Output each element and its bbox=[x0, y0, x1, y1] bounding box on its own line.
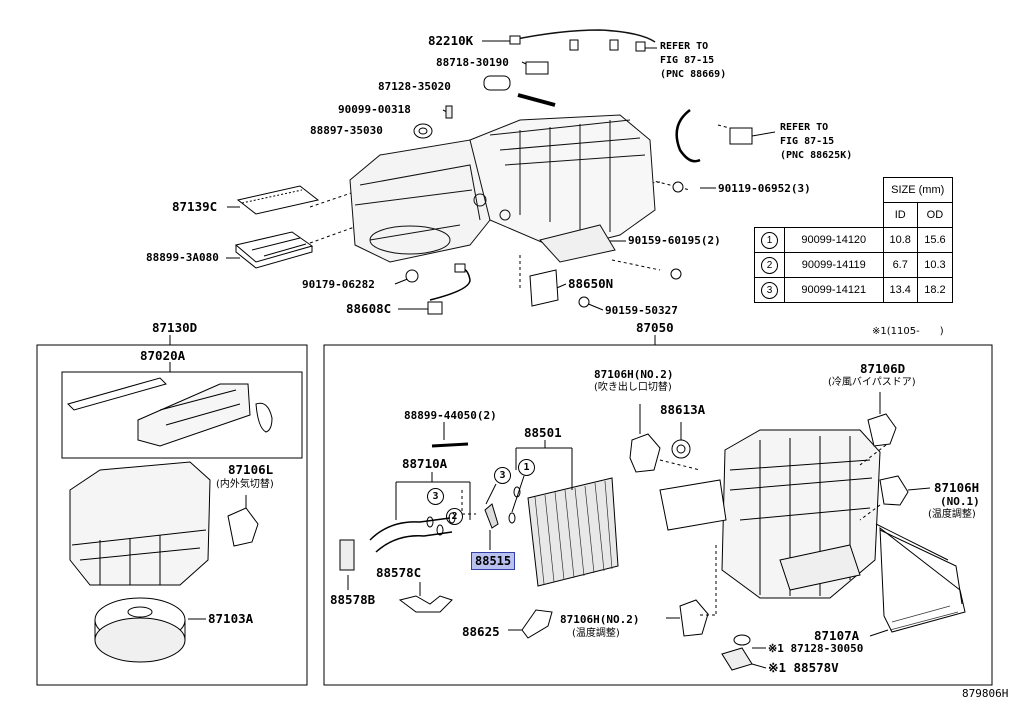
part-label-88625: 88625 bbox=[462, 624, 500, 639]
part-label-87106h-no1: 87106H bbox=[934, 480, 980, 495]
refer-note-88669-line2: FIG 87-15 bbox=[660, 55, 715, 66]
oring-mark-2: 2 bbox=[446, 508, 463, 525]
refer-note-88625k-line1: REFER TO bbox=[780, 122, 829, 133]
size-id: 13.4 bbox=[882, 277, 918, 303]
part-label-87106h-no2-bottom-desc: (温度調整) bbox=[572, 628, 620, 639]
size-id: 10.8 bbox=[882, 227, 918, 253]
part-label-90159-50327: 90159-50327 bbox=[605, 304, 678, 317]
part-label-88501: 88501 bbox=[524, 425, 562, 440]
size-col-id: ID bbox=[882, 202, 918, 228]
part-label-87106h-no2-top: 87106H(NO.2) bbox=[594, 368, 674, 381]
part-label-87107a: 87107A bbox=[814, 628, 860, 643]
part-label-88608c: 88608C bbox=[346, 301, 392, 316]
size-mark: 1 bbox=[761, 231, 778, 249]
oring-mark-3-left: 3 bbox=[427, 488, 444, 505]
part-label-88613a: 88613A bbox=[660, 402, 706, 417]
part-label-87050: 87050 bbox=[636, 320, 674, 335]
part-label-90119-06952: 90119-06952(3) bbox=[718, 182, 811, 195]
oring-mark-3-right: 3 bbox=[494, 467, 511, 484]
part-label-88578b: 88578B bbox=[330, 592, 376, 607]
part-label-90099-00318: 90099-00318 bbox=[338, 103, 411, 116]
part-label-88578c: 88578C bbox=[376, 565, 422, 580]
refer-note-88669-line3: (PNC 88669) bbox=[660, 69, 727, 80]
refer-note-88625k-line3: (PNC 88625K) bbox=[780, 150, 853, 161]
size-od: 18.2 bbox=[916, 277, 953, 303]
part-label-88899-3a080: 88899-3A080 bbox=[146, 251, 219, 264]
part-label-87020a: 87020A bbox=[140, 348, 186, 363]
part-label-87106l-desc: (内外気切替) bbox=[216, 479, 274, 490]
part-label-87106h-no2-bottom: 87106H(NO.2) bbox=[560, 613, 640, 626]
part-label-87106d: 87106D bbox=[860, 361, 906, 376]
size-id: 6.7 bbox=[882, 252, 918, 278]
part-label-87106l: 87106L bbox=[228, 462, 274, 477]
size-row: 1 90099-14120 10.8 15.6 bbox=[754, 227, 953, 253]
part-label-87106d-desc: (冷風バイパスドア) bbox=[828, 377, 916, 388]
part-label-90179-06282: 90179-06282 bbox=[302, 278, 375, 291]
size-part: 90099-14120 bbox=[784, 227, 884, 253]
part-label-88578v: ※1 88578V bbox=[768, 660, 839, 675]
size-part: 90099-14121 bbox=[784, 277, 884, 303]
part-label-88897-35030: 88897-35030 bbox=[310, 124, 383, 137]
part-label-88515-highlighted[interactable]: 88515 bbox=[471, 552, 516, 570]
part-label-87128-30050: ※1 87128-30050 bbox=[768, 642, 864, 655]
part-label-87106h-no1-desc: (温度調整) bbox=[928, 509, 976, 520]
size-mark: 2 bbox=[761, 256, 778, 274]
part-label-87130d: 87130D bbox=[152, 320, 198, 335]
part-label-88650n: 88650N bbox=[568, 276, 614, 291]
size-row: 2 90099-14119 6.7 10.3 bbox=[754, 252, 953, 278]
part-label-87139c: 87139C bbox=[172, 199, 218, 214]
size-od: 15.6 bbox=[916, 227, 953, 253]
part-label-82210k: 82210K bbox=[428, 33, 474, 48]
oring-mark-1: 1 bbox=[518, 459, 535, 476]
oring-size-table: SIZE (mm) ID OD 1 90099-14120 10.8 15.6 … bbox=[754, 177, 953, 303]
size-col-od: OD bbox=[916, 202, 953, 228]
size-od: 10.3 bbox=[916, 252, 953, 278]
note-range: ※1(1105- ) bbox=[872, 326, 944, 337]
figure-code: 879806H bbox=[962, 687, 1009, 700]
size-part: 90099-14119 bbox=[784, 252, 884, 278]
size-header: SIZE (mm) bbox=[882, 177, 953, 203]
part-label-88718-30190: 88718-30190 bbox=[436, 56, 509, 69]
size-row: 3 90099-14121 13.4 18.2 bbox=[754, 277, 953, 303]
part-label-90159-60195: 90159-60195(2) bbox=[628, 234, 721, 247]
part-label-88899-44050: 88899-44050(2) bbox=[404, 409, 497, 422]
refer-note-88625k-line2: FIG 87-15 bbox=[780, 136, 835, 147]
part-label-87106h-no1-sub: (NO.1) bbox=[940, 495, 980, 508]
part-label-87106h-no2-top-desc: (吹き出し口切替) bbox=[594, 382, 672, 393]
part-label-88710a: 88710A bbox=[402, 456, 448, 471]
part-label-87103a: 87103A bbox=[208, 611, 254, 626]
refer-note-88669-line1: REFER TO bbox=[660, 41, 709, 52]
size-mark: 3 bbox=[761, 281, 778, 299]
part-label-87128-35020: 87128-35020 bbox=[378, 80, 451, 93]
